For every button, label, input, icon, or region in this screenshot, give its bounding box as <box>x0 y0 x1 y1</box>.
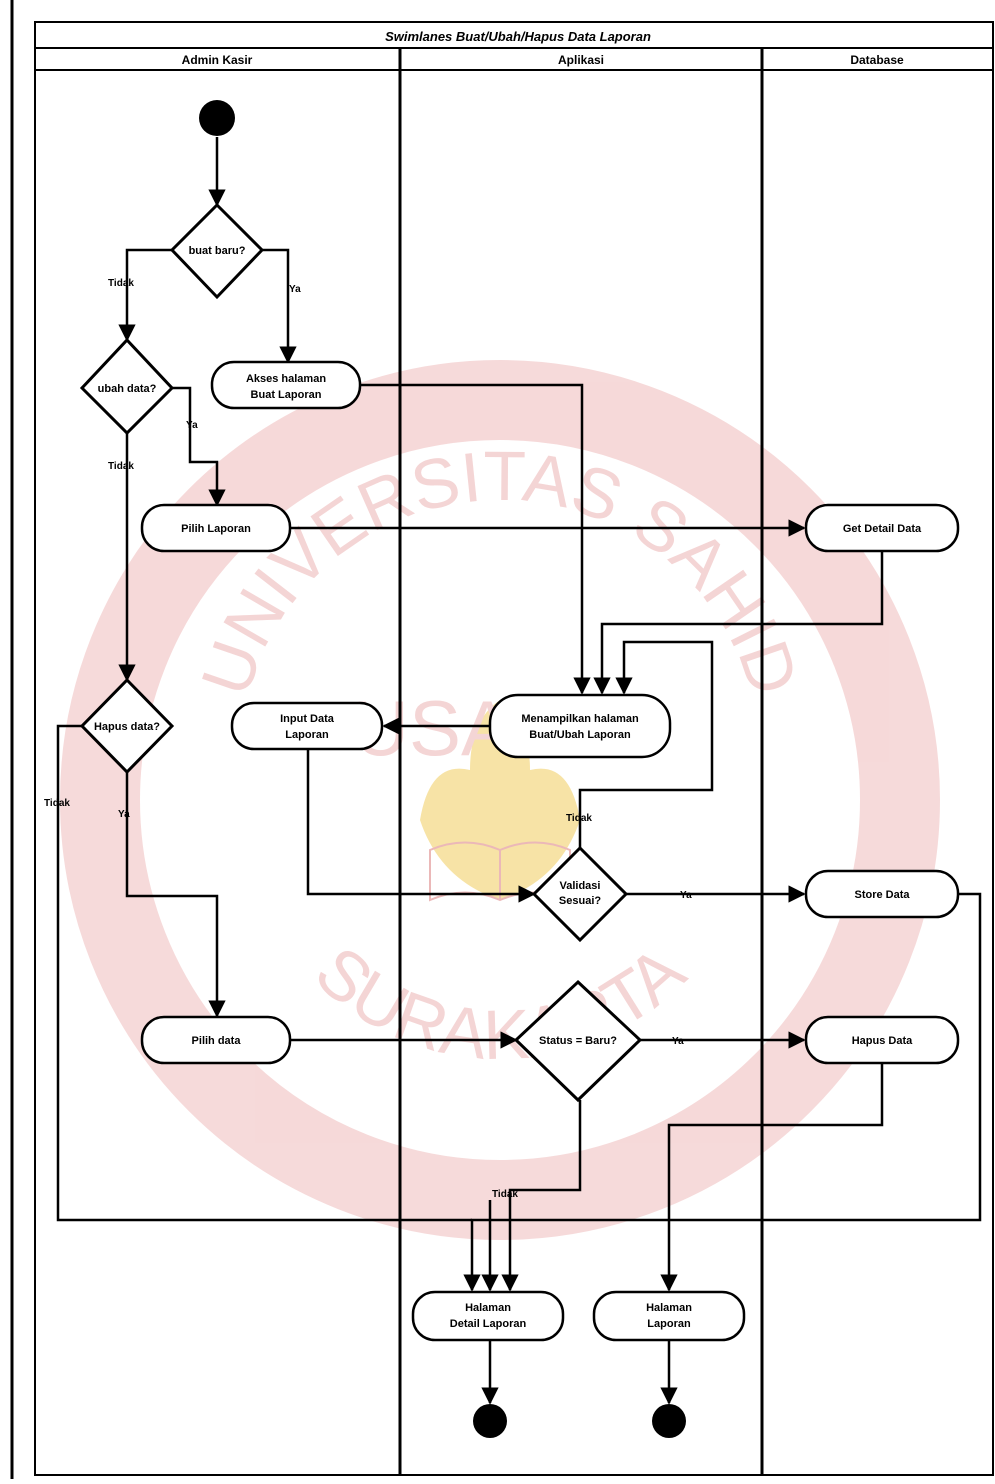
action-menampilkan-line1: Menampilkan halaman <box>521 713 639 725</box>
action-input-data: Input Data Laporan <box>230 701 384 751</box>
action-hapus-data-label: Hapus Data <box>852 1035 913 1047</box>
edge-buat-ya <box>262 248 297 364</box>
action-menampilkan-line2: Buat/Ubah Laporan <box>529 729 631 741</box>
edge-status-tidak <box>501 1100 582 1292</box>
action-laporan-line1: Halaman <box>646 1302 692 1314</box>
action-store-data: Store Data <box>804 869 960 919</box>
decision-validasi-label-line1: Validasi <box>560 880 601 892</box>
decision-validasi: Validasi Sesuai? <box>531 845 629 943</box>
decision-status-baru: Status = Baru? <box>513 979 643 1103</box>
action-get-detail-label: Get Detail Data <box>843 523 922 535</box>
edge-input-to-validasi <box>306 748 536 903</box>
watermark-bottom-text: SURAKARTA <box>301 931 699 1074</box>
action-pilih-laporan-label: Pilih Laporan <box>181 523 251 535</box>
decision-buat-baru-label: buat baru? <box>189 245 246 257</box>
edge-akses-to-menampilkan <box>360 383 591 695</box>
edge-label-validasi-ya: Ya <box>680 890 692 901</box>
edge-validasi-tidak <box>578 640 714 848</box>
action-detail-line2: Detail Laporan <box>450 1318 527 1330</box>
edge-label-status-ya: Ya <box>672 1036 684 1047</box>
decision-buat-baru: buat baru? <box>169 202 265 300</box>
action-pilih-data-label: Pilih data <box>192 1035 242 1047</box>
edge-label-buat-ya: Ya <box>289 284 301 295</box>
action-pilih-laporan: Pilih Laporan <box>140 503 292 553</box>
action-detail-line1: Halaman <box>465 1302 511 1314</box>
action-akses-line2: Buat Laporan <box>251 389 322 401</box>
edge-label-status-tidak: Tidak <box>492 1189 518 1200</box>
lane-header-database: Database <box>850 53 904 67</box>
edge-store-to-detail <box>463 892 982 1292</box>
action-input-line1: Input Data <box>280 713 335 725</box>
edge-hapus-ya <box>125 772 226 1018</box>
action-get-detail-data: Get Detail Data <box>804 503 960 553</box>
edge-label-buat-tidak: Tidak <box>108 278 134 289</box>
swimlane-frame <box>34 21 994 1476</box>
lane-header-aplikasi: Aplikasi <box>558 53 604 67</box>
connectors <box>56 137 982 1405</box>
start-node <box>199 100 235 136</box>
action-store-data-label: Store Data <box>854 889 910 901</box>
decision-validasi-label-line2: Sesuai? <box>559 895 601 907</box>
end-node-laporan <box>652 1404 686 1438</box>
edge-label-ubah-ya: Ya <box>186 420 198 431</box>
edge-label-hapus-tidak: Tidak <box>44 798 70 809</box>
decision-ubah-data-label: ubah data? <box>98 383 157 395</box>
action-akses-line1: Akses halaman <box>246 373 326 385</box>
action-input-line2: Laporan <box>285 729 329 741</box>
action-pilih-data: Pilih data <box>140 1015 292 1065</box>
edge-label-ubah-tidak: Tidak <box>108 461 134 472</box>
diagram-title: Swimlanes Buat/Ubah/Hapus Data Laporan <box>385 29 651 44</box>
edge-hapus-tidak <box>56 724 472 1222</box>
lane-header-admin: Admin Kasir <box>182 53 253 67</box>
edge-label-validasi-tidak: Tidak <box>566 813 592 824</box>
edge-ubah-ya <box>172 386 226 507</box>
action-menampilkan-halaman: Menampilkan halaman Buat/Ubah Laporan <box>488 693 672 759</box>
edge-hapus-to-laporan <box>660 1064 884 1292</box>
decision-status-baru-label: Status = Baru? <box>539 1035 617 1047</box>
decision-hapus-data-label: Hapus data? <box>94 721 160 733</box>
seal-flame-ornament <box>420 700 580 900</box>
action-halaman-detail-laporan: Halaman Detail Laporan <box>411 1290 565 1342</box>
edge-buat-tidak <box>118 248 172 342</box>
action-laporan-line2: Laporan <box>647 1318 691 1330</box>
end-node-detail <box>473 1404 507 1438</box>
action-akses-halaman: Akses halaman Buat Laporan <box>210 360 362 410</box>
decision-ubah-data: ubah data? <box>79 337 175 436</box>
edge-label-hapus-ya: Ya <box>118 809 130 820</box>
action-halaman-laporan: Halaman Laporan <box>592 1290 746 1342</box>
decision-hapus-data: Hapus data? <box>79 677 175 775</box>
action-hapus-data: Hapus Data <box>804 1015 960 1065</box>
edge-get-to-menampilkan <box>593 552 884 695</box>
